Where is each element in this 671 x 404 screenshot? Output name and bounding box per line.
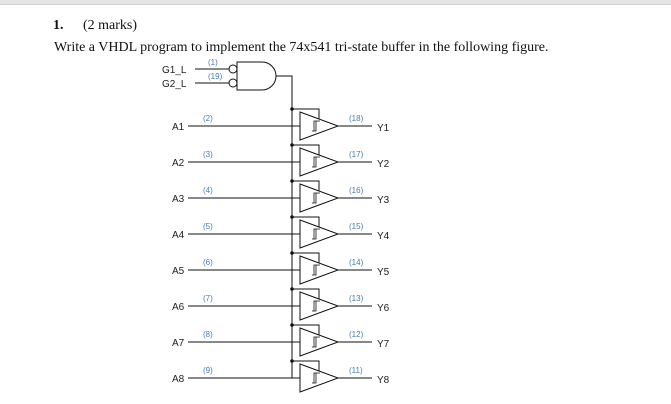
input-pin-number: (4) [203, 186, 213, 195]
junction-dot [290, 287, 294, 291]
junction-dot [290, 251, 294, 255]
and-gate [236, 61, 277, 91]
junction-dot [290, 215, 294, 219]
schmitt-symbol [312, 372, 320, 384]
input-label: A2 [172, 158, 185, 169]
schmitt-symbol [312, 264, 320, 276]
inversion-bubble [228, 64, 238, 74]
input-pin-number: (2) [203, 114, 213, 123]
input-pin-number: (5) [203, 222, 213, 231]
output-label: Y1 [377, 123, 390, 134]
output-label: Y2 [377, 159, 390, 170]
output-pin-number: (18) [349, 114, 364, 123]
output-pin-number: (16) [349, 186, 364, 195]
schmitt-symbol [312, 228, 320, 240]
output-pin-number: (11) [349, 366, 363, 375]
output-label: Y6 [377, 303, 390, 314]
output-label: Y5 [377, 267, 390, 278]
enable-bus [276, 75, 293, 378]
schmitt-symbol [312, 192, 320, 204]
output-label: Y4 [377, 231, 390, 242]
input-label: A3 [172, 194, 185, 205]
enable-tap [292, 144, 320, 155]
enable-label-g2_l: G2_L [162, 79, 187, 90]
enable-tap [292, 252, 320, 263]
input-label: A1 [172, 122, 185, 133]
enable-tap [292, 180, 320, 191]
input-label: A8 [172, 374, 185, 385]
junction-dot [290, 107, 294, 111]
output-pin-number: (14) [349, 258, 364, 267]
junction-dot [290, 359, 294, 363]
output-pin-number: (15) [349, 222, 364, 231]
input-pin-number: (7) [203, 294, 213, 303]
junction-dot [290, 323, 294, 327]
output-label: Y8 [377, 375, 390, 386]
question-marks: (2 marks) [83, 18, 138, 33]
output-label: Y7 [377, 339, 390, 350]
input-label: A5 [172, 266, 185, 277]
output-pin-number: (17) [349, 150, 364, 159]
enable-pin-number: (1) [208, 58, 218, 67]
output-label: Y3 [377, 195, 390, 206]
schmitt-symbol [312, 120, 320, 132]
schmitt-symbol [312, 336, 320, 348]
output-pin-number: (12) [349, 330, 364, 339]
inversion-bubble [228, 78, 238, 88]
enable-pin-number: (19) [208, 72, 223, 81]
top-border [0, 0, 671, 5]
input-label: A4 [172, 230, 185, 241]
junction-dot [290, 179, 294, 183]
enable-tap [292, 288, 320, 299]
enable-label-g1_l: G1_L [162, 65, 187, 76]
input-pin-number: (3) [203, 150, 213, 159]
schmitt-symbol [312, 300, 320, 312]
input-pin-number: (6) [203, 258, 213, 267]
input-label: A7 [172, 338, 185, 349]
question-number: 1. [53, 18, 64, 33]
enable-tap [292, 360, 320, 371]
enable-tap [292, 216, 320, 227]
question-prompt: Write a VHDL program to implement the 74… [54, 40, 549, 55]
input-pin-number: (9) [203, 366, 213, 375]
enable-tap [292, 108, 320, 119]
output-pin-number: (13) [349, 294, 364, 303]
enable-tap [292, 324, 320, 335]
input-pin-number: (8) [203, 330, 213, 339]
junction-dot [290, 143, 294, 147]
schmitt-symbol [312, 156, 320, 168]
input-label: A6 [172, 302, 185, 313]
